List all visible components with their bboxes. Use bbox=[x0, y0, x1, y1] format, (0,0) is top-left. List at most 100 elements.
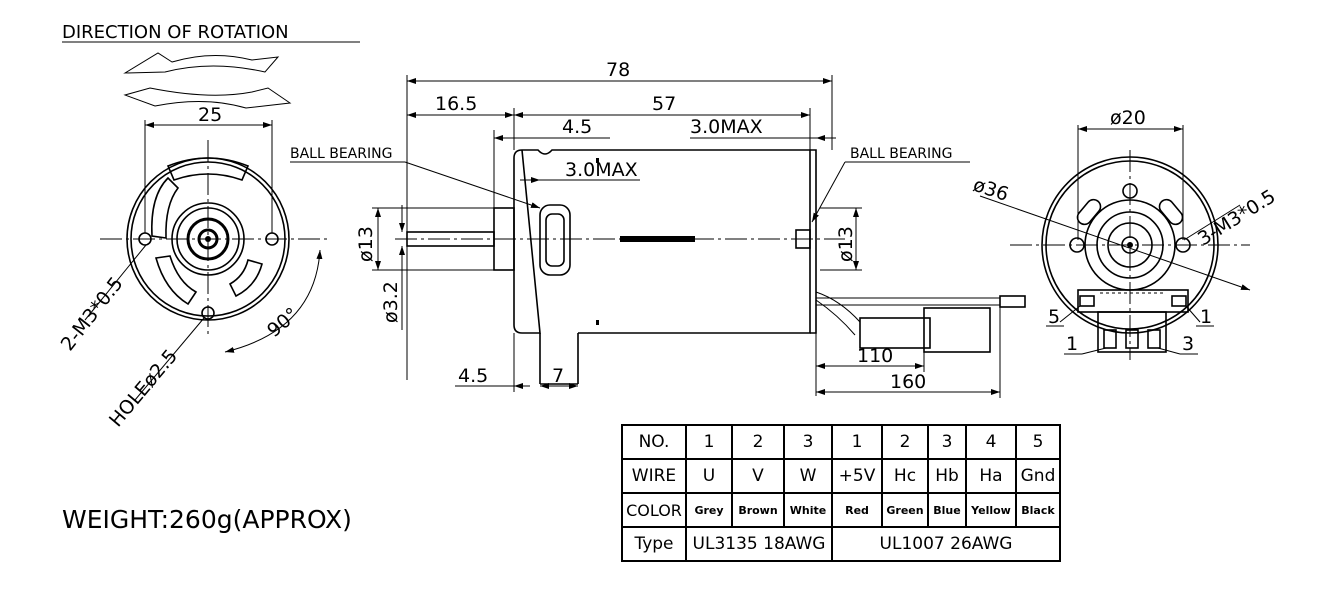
connector-housing bbox=[923, 307, 991, 353]
rear-slot-left bbox=[1076, 198, 1102, 226]
front-vent-bottom-right bbox=[228, 259, 263, 298]
table-header-cell: Type bbox=[621, 526, 687, 562]
side-view: 78 16.5 57 4.5 3.0MAX 3.0MAX ø13 ø3.2 ø1… bbox=[290, 59, 1026, 398]
dim-dia13-front-text: ø13 bbox=[355, 226, 377, 262]
rotation-arrow-bottom-icon bbox=[123, 87, 292, 109]
table-cell: U bbox=[685, 458, 733, 494]
ball-bearing-front-label: BALL BEARING bbox=[290, 146, 392, 162]
table-cell: Brown bbox=[731, 492, 785, 528]
lead-wire-3 bbox=[816, 297, 1001, 306]
rear-housing-outer bbox=[1041, 156, 1219, 334]
dim-dia36-text: ø36 bbox=[970, 174, 1011, 206]
front-vent-top bbox=[166, 157, 250, 182]
dim-57-text: 57 bbox=[652, 93, 676, 115]
bearing-front-inner bbox=[545, 213, 565, 267]
rotor-slot bbox=[620, 236, 695, 242]
leader-pin-5 bbox=[1059, 305, 1081, 323]
table-cell: Red bbox=[831, 492, 883, 528]
table-cell: Green bbox=[881, 492, 929, 528]
lead-wire-1 bbox=[815, 291, 861, 323]
table-cell: UL1007 26AWG bbox=[831, 526, 1061, 562]
table-cell: Hc bbox=[881, 458, 929, 494]
table-cell: Ha bbox=[965, 458, 1017, 494]
lead-wire-2 bbox=[815, 299, 856, 336]
table-header-cell: NO. bbox=[621, 424, 687, 460]
connector-body bbox=[859, 317, 931, 349]
dim-78-text: 78 bbox=[606, 59, 630, 81]
bearing-front-housing bbox=[539, 204, 571, 276]
mark-bottom bbox=[596, 320, 599, 325]
table-cell: Blue bbox=[927, 492, 967, 528]
wire-terminal bbox=[999, 295, 1026, 308]
pin-1-top-label: 1 bbox=[1200, 306, 1212, 328]
rotation-arrow-top-icon bbox=[123, 52, 280, 74]
dim-angle-arc bbox=[224, 249, 323, 353]
front-vent-left bbox=[151, 176, 180, 239]
rear-bearing bbox=[795, 229, 811, 249]
dim-dia20-text: ø20 bbox=[1110, 107, 1146, 129]
table-cell: 2 bbox=[731, 424, 785, 460]
dim-screw-text: 3-M3*0.5 bbox=[1194, 185, 1280, 250]
leader-pin-3 bbox=[1157, 347, 1181, 355]
mark-top bbox=[596, 158, 599, 163]
front-bearing bbox=[186, 217, 230, 261]
dim-160-text: 160 bbox=[890, 371, 926, 393]
dim-front-max-text: 3.0MAX bbox=[565, 159, 638, 181]
dim-dia3-2-text: ø3.2 bbox=[380, 281, 402, 323]
dim-angle-text: 90° bbox=[263, 303, 303, 342]
rear-view: ø20 ø36 3-M3*0.5 5 1 1 3 bbox=[970, 107, 1280, 360]
front-view: 25 2-M3*0.5 HOLEø2.5 90° bbox=[57, 104, 330, 431]
front-vent-bottom-left bbox=[154, 255, 198, 306]
table-row-number: NO. 1 2 3 1 2 3 4 5 bbox=[621, 424, 1061, 460]
table-header-cell: WIRE bbox=[621, 458, 687, 494]
table-row-type: Type UL3135 18AWG UL1007 26AWG bbox=[621, 526, 1061, 562]
rear-screw-top bbox=[1122, 183, 1138, 199]
table-cell: Grey bbox=[685, 492, 733, 528]
table-cell: 1 bbox=[685, 424, 733, 460]
table-cell: 3 bbox=[927, 424, 967, 460]
dim-25-text: 25 bbox=[198, 104, 222, 126]
rear-conn-slot-1 bbox=[1103, 329, 1117, 349]
rear-slot-right bbox=[1158, 198, 1184, 226]
table-cell: 5 bbox=[1015, 424, 1061, 460]
dim-16-5-text: 16.5 bbox=[435, 93, 477, 115]
rear-connector bbox=[1097, 311, 1167, 353]
ball-bearing-rear-label: BALL BEARING bbox=[850, 146, 952, 162]
pin-3-label: 3 bbox=[1182, 333, 1194, 355]
leader-hole bbox=[134, 317, 205, 401]
shaft bbox=[406, 231, 495, 247]
rear-conn-slot-2 bbox=[1125, 329, 1139, 349]
ball-bearing-rear-leader bbox=[811, 161, 846, 223]
dim-boss-text: 4.5 bbox=[562, 116, 592, 138]
table-cell: Yellow bbox=[965, 492, 1017, 528]
table-cell: W bbox=[783, 458, 833, 494]
table-cell: 4 bbox=[965, 424, 1017, 460]
table-row-color: COLOR Grey Brown White Red Green Blue Ye… bbox=[621, 492, 1061, 528]
front-boss-mid bbox=[176, 207, 240, 271]
weight-label: WEIGHT:260g(APPROX) bbox=[62, 505, 352, 534]
rear-pin-5 bbox=[1079, 295, 1095, 307]
rear-cap bbox=[810, 149, 817, 334]
leader-screw bbox=[1183, 204, 1241, 241]
leader-pin-1-bottom bbox=[1081, 347, 1107, 355]
dim-110-text: 110 bbox=[857, 345, 893, 367]
dim-mount-holes-text: 2-M3*0.5 bbox=[57, 273, 128, 355]
dim-dia13-rear-text: ø13 bbox=[835, 226, 857, 262]
front-shaft bbox=[197, 228, 219, 250]
table-row-wire: WIRE U V W +5V Hc Hb Ha Gnd bbox=[621, 458, 1061, 494]
front-shaft-center bbox=[205, 236, 211, 242]
rear-conn-slot-3 bbox=[1147, 329, 1161, 349]
locating-hole bbox=[201, 306, 215, 320]
dim-rear-max-text: 3.0MAX bbox=[690, 116, 763, 138]
rear-bearing bbox=[1107, 222, 1153, 268]
table-cell: 1 bbox=[831, 424, 883, 460]
table-cell: 3 bbox=[783, 424, 833, 460]
leader-mount-holes bbox=[84, 244, 147, 321]
rear-shaft-center bbox=[1127, 242, 1133, 248]
front-boss-outer bbox=[171, 202, 245, 276]
table-cell: 2 bbox=[881, 424, 929, 460]
rear-housing-inner bbox=[1045, 160, 1215, 330]
table-cell: White bbox=[783, 492, 833, 528]
table-cell: V bbox=[731, 458, 785, 494]
